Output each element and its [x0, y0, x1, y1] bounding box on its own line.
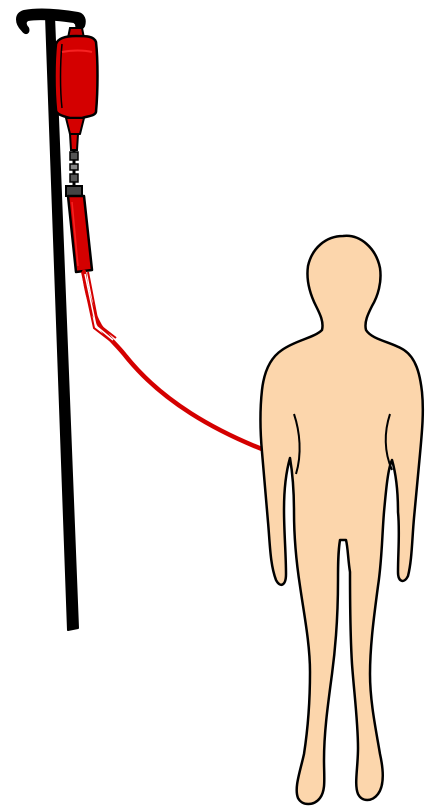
drip-chamber-icon	[66, 186, 92, 272]
blood-bag-icon	[55, 28, 98, 150]
blood-tube	[82, 272, 280, 456]
person-silhouette	[261, 236, 423, 804]
roller-clamp-icon	[70, 150, 78, 186]
